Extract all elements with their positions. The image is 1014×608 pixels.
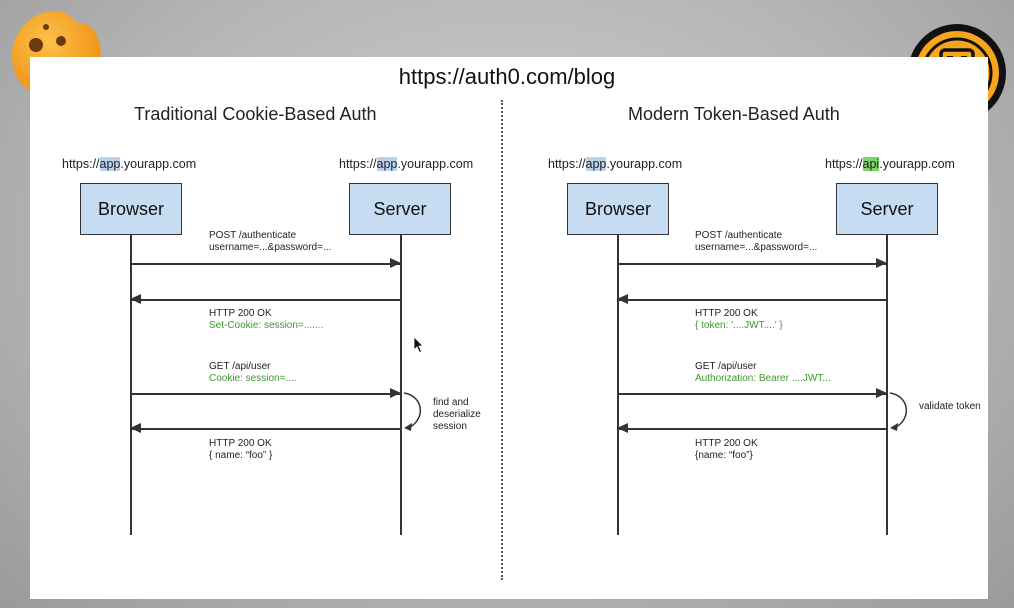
traditional-msg-ok2: HTTP 200 OK{ name: “foo” } xyxy=(209,438,273,461)
traditional-arrow-ok2 xyxy=(130,424,400,432)
modern-msg-ok2: HTTP 200 OK{name: “foo”} xyxy=(695,438,758,461)
traditional-arrow-ok1 xyxy=(130,295,400,303)
modern-arrow-get xyxy=(618,389,887,397)
diagram-card xyxy=(30,57,988,599)
source-url: https://auth0.com/blog xyxy=(398,64,616,89)
modern-server-box: Server xyxy=(836,183,938,235)
traditional-browser-host: https://app.yourapp.com xyxy=(62,157,197,171)
modern-browser-lifeline xyxy=(617,235,619,535)
cursor-icon xyxy=(413,336,424,354)
modern-server-lifeline xyxy=(886,235,888,535)
traditional-browser-box: Browser xyxy=(80,183,182,235)
traditional-arrow-post xyxy=(131,259,401,267)
traditional-arrow-get xyxy=(131,389,401,397)
traditional-server-host: https://app.yourapp.com xyxy=(339,157,474,171)
traditional-process-curl xyxy=(403,392,422,431)
modern-arrow-ok2 xyxy=(617,424,886,432)
traditional-title: Traditional Cookie-Based Auth xyxy=(134,104,377,124)
modern-server-host: https://api.yourapp.com xyxy=(825,157,955,171)
modern-browser-box: Browser xyxy=(567,183,669,235)
traditional-browser-lifeline xyxy=(130,235,132,535)
modern-process-curl xyxy=(889,392,908,431)
modern-browser-host: https://app.yourapp.com xyxy=(548,157,683,171)
modern-arrow-ok1 xyxy=(617,295,886,303)
modern-note: validate token xyxy=(919,401,981,412)
traditional-server-lifeline xyxy=(400,235,402,535)
modern-arrow-post xyxy=(618,259,887,267)
modern-title: Modern Token-Based Auth xyxy=(628,104,840,124)
traditional-server-box: Server xyxy=(349,183,451,235)
section-divider xyxy=(501,100,503,580)
modern-msg-ok1: HTTP 200 OK{ token: '....JWT....' } xyxy=(695,308,783,331)
